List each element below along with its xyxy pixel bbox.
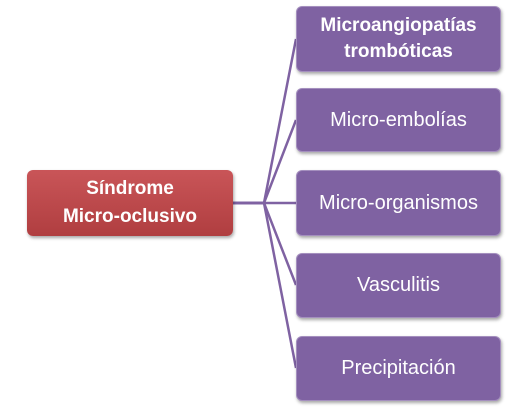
child-node-microangiopatias-tromboticas: Microangiopatías trombóticas [296,6,501,72]
child-node-vasculitis: Vasculitis [296,253,501,318]
root-node-sindrome-micro-oclusivo: Síndrome Micro-oclusivo [27,170,233,236]
connector-to-micro-embolias [233,119,298,205]
child-label: Vasculitis [357,274,440,296]
child-node-micro-organismos: Micro-organismos [296,170,501,236]
root-label-line-2: Micro-oclusivo [62,206,198,227]
child-label: Precipitación [341,357,456,379]
root-label-line-1: Síndrome [86,178,174,199]
child-label-line-2: trombóticas [344,41,453,62]
connector-to-vasculitis [233,201,298,286]
connector-to-microangiopatias [233,38,298,205]
child-label: Micro-organismos [319,191,478,214]
child-node-micro-embolias: Micro-embolías [296,88,501,152]
connector-to-precipitacion [233,201,298,369]
child-node-precipitacion: Precipitación [296,336,501,401]
child-label-line-1: Microangiopatías [320,15,477,36]
child-label: Micro-embolías [330,108,467,131]
